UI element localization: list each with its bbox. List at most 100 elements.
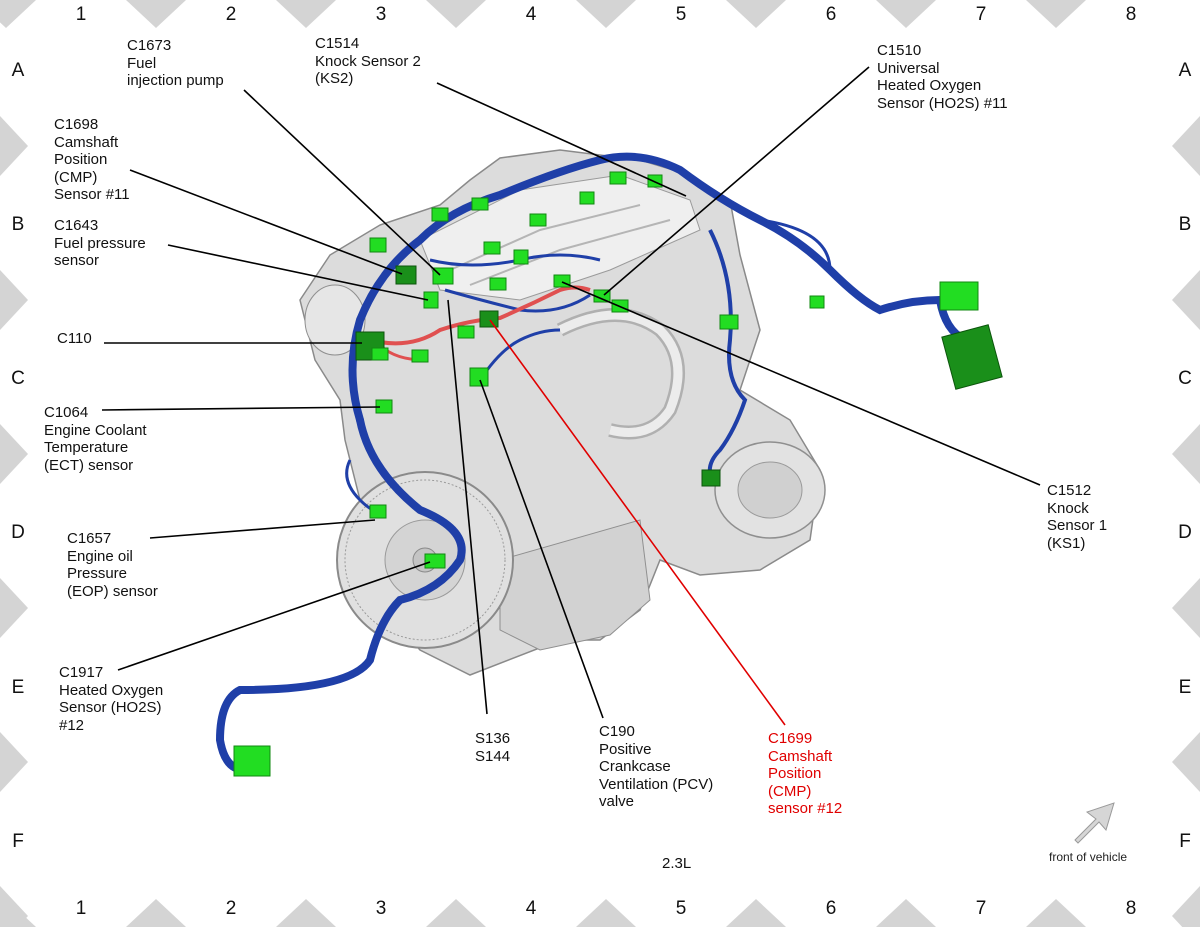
callout-line: (EOP) sensor — [67, 582, 158, 600]
callout-c1673: C1673 Fuel injection pump — [127, 37, 224, 90]
grid-column-top-8: 8 — [1125, 4, 1137, 25]
callout-line: Camshaft — [54, 133, 119, 151]
front-of-vehicle-label: front of vehicle — [1049, 850, 1128, 864]
callout-line: (ECT) sensor — [44, 456, 134, 474]
border-marker-left — [0, 116, 28, 176]
leader-c1510 — [603, 66, 870, 296]
callout-line: C1514 — [315, 35, 360, 52]
leader-c190 — [479, 379, 604, 719]
callout-line: C1510 — [877, 42, 922, 59]
grid-column-top-6: 6 — [825, 4, 837, 25]
callout-line: Crankcase — [599, 758, 671, 775]
grid-row-right-a: A — [1178, 60, 1192, 81]
callout-line: Sensor 1 — [1047, 517, 1108, 534]
callout-line: Ventilation (PCV) — [599, 775, 714, 793]
front-of-vehicle-arrow — [1074, 802, 1115, 844]
callout-line: sensor #12 — [768, 800, 843, 817]
callout-line: Temperature — [44, 439, 129, 456]
leader-c1698 — [129, 169, 403, 275]
callout-line: (KS2) — [315, 70, 354, 87]
callout-line: valve — [599, 793, 635, 810]
callout-line: C1643 — [54, 217, 99, 234]
connector-c1699 — [479, 310, 499, 328]
leader-c1917 — [117, 561, 431, 671]
callout-c190: C190 Positive Crankcase Ventilation (PCV… — [599, 723, 713, 811]
border-marker-left — [0, 270, 28, 330]
connector-c1917-sensor — [233, 745, 271, 777]
callout-c110: C110 — [57, 330, 92, 348]
border-marker-right — [1172, 270, 1200, 330]
valve-cover — [419, 174, 701, 301]
callout-line: Positive — [599, 740, 652, 758]
callout-c1643: C1643 Fuel pressure sensor — [54, 217, 146, 270]
grid-row-right-d: D — [1178, 522, 1192, 543]
callout-line: C1699 — [768, 730, 813, 747]
callout-line: C1673 — [127, 37, 172, 54]
border-marker-bottom — [1026, 899, 1086, 927]
border-marker-bottom — [126, 899, 186, 927]
lower-harness — [215, 416, 466, 774]
callout-line: C110 — [57, 330, 92, 347]
border-marker-top — [1026, 0, 1086, 28]
border-marker-right — [1172, 424, 1200, 484]
border-marker-left — [0, 886, 28, 927]
grid-row-left-b: B — [11, 214, 25, 235]
connectors — [233, 171, 1003, 777]
connector-c1673 — [432, 267, 454, 285]
callout-c1514: C1514 Knock Sensor 2 (KS2) — [315, 35, 421, 88]
callout-line: Engine oil — [67, 547, 133, 565]
leader-lines — [101, 66, 1041, 726]
grid-column-bottom-5: 5 — [675, 898, 687, 919]
connector-c1657 — [369, 504, 387, 519]
callout-line: Fuel — [127, 54, 157, 72]
callout-c1699: C1699 Camshaft Position (CMP) sensor #12 — [768, 730, 842, 818]
callout-line: Fuel pressure — [54, 234, 146, 252]
connector-c1643 — [423, 291, 439, 309]
callout-s136-s144: S136 S144 — [475, 730, 510, 765]
border-marker-top — [426, 0, 486, 28]
grid-column-bottom-2: 2 — [225, 898, 237, 919]
leader-c1512 — [561, 281, 1041, 486]
grid-row-left-c: C — [11, 368, 25, 389]
grid-row-left-f: F — [12, 831, 24, 852]
leader-c1699 — [489, 319, 786, 726]
callout-line: injection pump — [127, 72, 224, 89]
red-subharness — [369, 285, 591, 346]
callout-c1698: C1698 Camshaft Position (CMP) Sensor #11 — [54, 116, 130, 204]
grid-column-bottom-8: 8 — [1125, 898, 1137, 919]
border-marker-bottom — [426, 899, 486, 927]
leader-c1064 — [101, 406, 381, 411]
callout-line: Sensor (HO2S) — [59, 699, 162, 716]
grid-column-top-3: 3 — [375, 4, 387, 25]
connector-c1698 — [395, 265, 417, 285]
border-marker-top — [126, 0, 186, 28]
right-harness-branch — [707, 229, 748, 481]
grid-column-bottom-4: 4 — [525, 898, 537, 919]
border-marker-top — [726, 0, 786, 28]
border-marker-left — [0, 732, 28, 792]
grid-row-right-c: C — [1178, 368, 1192, 389]
grid-column-bottom-6: 6 — [825, 898, 837, 919]
callout-line: C1698 — [54, 116, 99, 133]
grid-row-right-f: F — [1179, 831, 1191, 852]
callout-line: Sensor (HO2S) #11 — [877, 94, 1008, 112]
leader-c1643 — [167, 244, 429, 301]
main-harness — [348, 152, 944, 424]
border-marker-bottom — [276, 899, 336, 927]
border-marker-bottom — [726, 899, 786, 927]
leader-c1657 — [149, 519, 376, 539]
callout-line: Engine Coolant — [44, 421, 147, 439]
callout-line: (CMP) — [768, 782, 812, 800]
connector-large-module — [941, 324, 1003, 390]
border-marker-top — [576, 0, 636, 28]
callout-c1657: C1657 Engine oil Pressure (EOP) sensor — [67, 530, 158, 600]
border-marker-left — [0, 578, 28, 638]
border-marker-left — [0, 424, 28, 484]
callout-line: S136 — [475, 730, 511, 747]
callout-line: S144 — [475, 747, 511, 765]
grid-row-right-b: B — [1178, 214, 1192, 235]
grid-column-top-2: 2 — [225, 4, 237, 25]
callout-line: C1917 — [59, 664, 104, 681]
callout-line: Heated Oxygen — [59, 681, 164, 699]
